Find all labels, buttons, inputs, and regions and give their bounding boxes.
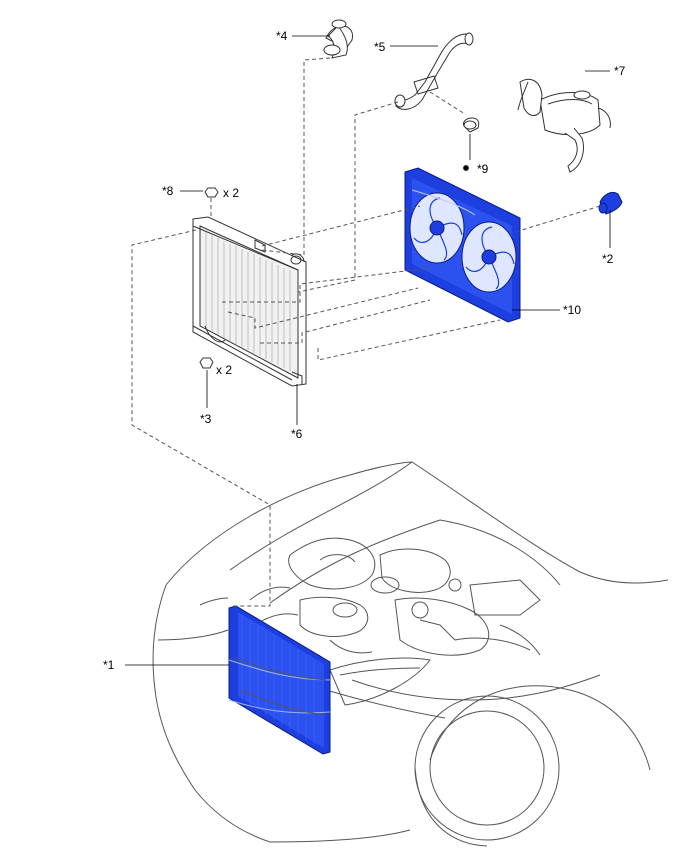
cushion-part-3[interactable] (199, 357, 214, 369)
vehicle-front-illustration (152, 461, 669, 847)
cushion-part-8[interactable] (204, 187, 219, 198)
reservoir-tank-part-7[interactable] (517, 78, 611, 173)
callout-label-9: *9 (477, 162, 489, 176)
callout-label-8: *8 (162, 184, 174, 198)
quantity-label-8: x 2 (223, 186, 240, 200)
outlet-hose-part-5[interactable] (394, 32, 474, 110)
cooling-fan-assembly-part-10[interactable] (404, 167, 521, 323)
radiator-part-6[interactable] (192, 216, 307, 387)
callout-label-4: *4 (276, 29, 288, 43)
hose-part-2[interactable] (598, 191, 623, 215)
inlet-hose-part-4[interactable] (323, 19, 353, 59)
condenser-part-1[interactable] (228, 605, 331, 755)
callout-leader-lines (125, 35, 611, 666)
assembly-guide-lines (131, 57, 601, 607)
callout-label-3: *3 (200, 412, 212, 426)
callout-label-2: *2 (602, 252, 614, 266)
callout-label-6: *6 (291, 427, 303, 441)
clamp-part-9[interactable] (463, 117, 480, 171)
callout-label-1: *1 (103, 658, 115, 672)
quantity-label-3: x 2 (216, 363, 233, 377)
callout-label-10: *10 (563, 303, 582, 317)
callout-label-7: *7 (614, 64, 626, 78)
callout-label-5: *5 (374, 40, 386, 54)
